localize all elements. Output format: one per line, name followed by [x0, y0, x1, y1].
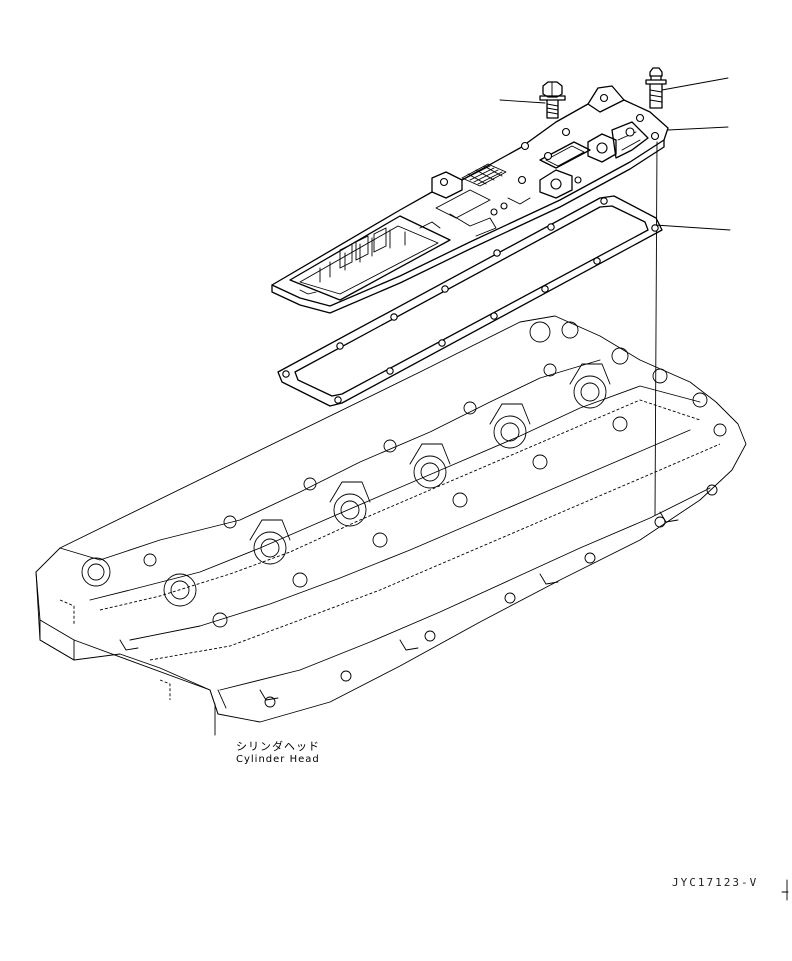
- corner-marks: [781, 879, 789, 901]
- cylinder-head-icon: [35, 315, 747, 723]
- leader-bolt-right: [661, 77, 729, 91]
- gasket-icon: [277, 195, 663, 407]
- head-cover-icon: [271, 85, 669, 314]
- leader-gasket: [654, 224, 731, 231]
- cylinder-head-label-en: Cylinder Head: [236, 754, 320, 765]
- stud-bolt-icon: [645, 67, 667, 109]
- drawing-code: JYC17123-V: [672, 876, 759, 889]
- leader-cover: [667, 126, 729, 131]
- flange-bolt-icon: [539, 81, 566, 119]
- leader-bolt-left: [499, 99, 546, 104]
- leader-lines: [214, 77, 731, 736]
- alignment-line: [654, 141, 658, 516]
- cylinder-head-label-jp: シリンダヘッド: [236, 740, 320, 753]
